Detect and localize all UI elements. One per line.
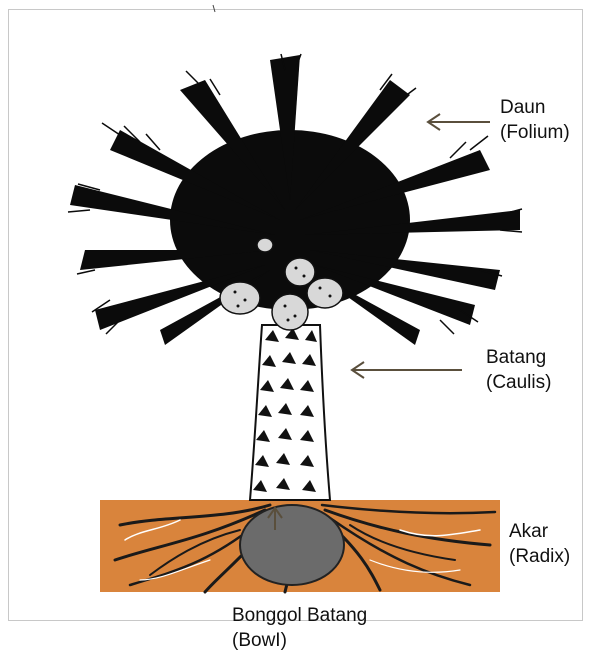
label-bonggol-name: Bonggol Batang — [232, 603, 367, 628]
stem-bowl — [240, 505, 344, 585]
label-daun-name: Daun — [500, 95, 570, 120]
label-batang: Batang (Caulis) — [486, 345, 551, 395]
label-akar-latin: (Radix) — [509, 544, 570, 569]
label-akar-name: Akar — [509, 519, 570, 544]
label-daun: Daun (Folium) — [500, 95, 570, 145]
label-akar: Akar (Radix) — [509, 519, 570, 569]
label-bonggol: Bonggol Batang (BowI) — [232, 603, 367, 653]
top-mark — [213, 5, 215, 12]
label-batang-name: Batang — [486, 345, 551, 370]
arrow-daun — [428, 114, 490, 130]
label-batang-latin: (Caulis) — [486, 370, 551, 395]
label-daun-latin: (Folium) — [500, 120, 570, 145]
label-bonggol-latin: (BowI) — [232, 628, 367, 653]
arrow-batang — [352, 362, 462, 378]
